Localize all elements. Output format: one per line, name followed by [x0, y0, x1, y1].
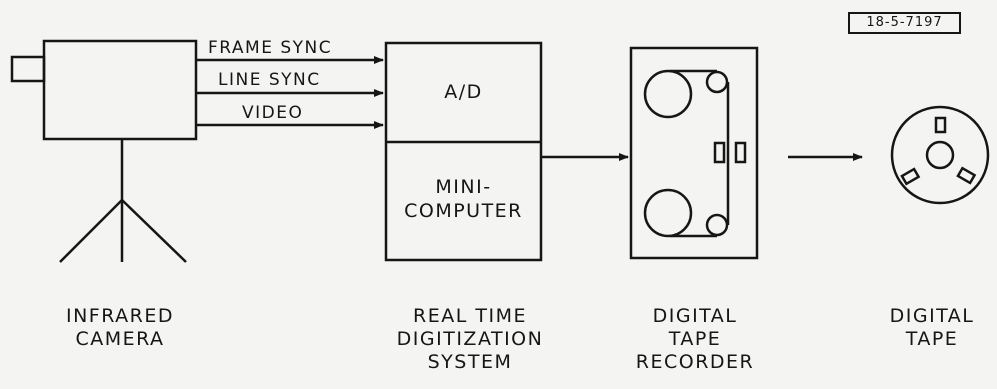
ad-converter-label: A/D	[444, 81, 483, 103]
caption-line: RECORDER	[635, 351, 755, 373]
caption-line: DIGITAL	[889, 305, 975, 327]
caption-line: CAMERA	[75, 328, 165, 350]
tape-recorder-caption: DIGITAL TAPE RECORDER	[615, 305, 775, 374]
tape-recorder-icon	[629, 46, 759, 260]
caption-line: SYSTEM	[427, 351, 513, 373]
infrared-camera-caption: INFRARED CAMERA	[40, 305, 200, 351]
digitization-system-box	[384, 41, 543, 262]
caption-line: TAPE	[668, 328, 722, 350]
camera-icon	[10, 39, 198, 263]
caption-line: DIGITAL	[652, 305, 738, 327]
digital-tape-caption: DIGITAL TAPE	[872, 305, 992, 351]
drawing-number: 18-5-7197	[848, 12, 961, 34]
caption-line: INFRARED	[65, 305, 174, 327]
digitization-system-caption: REAL TIME DIGITIZATION SYSTEM	[380, 305, 560, 374]
frame-sync-label: FRAME SYNC	[208, 38, 333, 58]
caption-line: TAPE	[905, 328, 959, 350]
tape-reel-icon	[890, 105, 990, 205]
minicomputer-label: MINI- COMPUTER	[386, 175, 541, 223]
video-label: VIDEO	[242, 103, 304, 123]
line-sync-label: LINE SYNC	[218, 70, 321, 90]
caption-line: DIGITIZATION	[396, 328, 544, 350]
caption-line: REAL TIME	[413, 305, 527, 327]
minicomputer-line-1: MINI-	[435, 176, 492, 198]
minicomputer-line-2: COMPUTER	[404, 200, 523, 222]
